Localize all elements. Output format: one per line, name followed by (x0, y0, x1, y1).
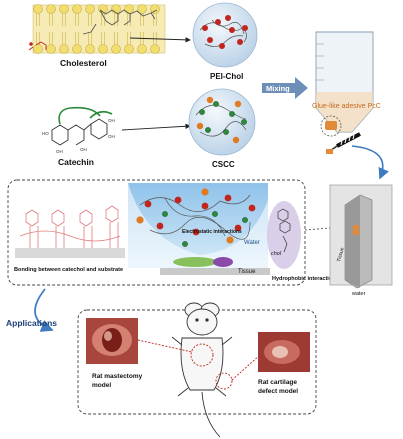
lipid-head (125, 45, 134, 54)
network-orange-dot (201, 188, 208, 195)
network-orange-dot (226, 236, 233, 243)
pei-chol-sphere-icon (193, 3, 257, 67)
rat-icon (172, 303, 232, 437)
cscc-label: CSCC (212, 160, 235, 169)
substrate-bar (15, 248, 125, 258)
lipid-head (73, 45, 82, 54)
hydrophobic-ellipse-icon (267, 201, 301, 269)
hydrophobic-label: Hydrophobic interactions (272, 276, 339, 282)
cscc-orange-dot (197, 123, 203, 129)
pei-dot (207, 37, 213, 43)
mixing-arrow: Mixing (262, 77, 308, 99)
syringe-icon (326, 134, 360, 154)
cscc-dot (223, 129, 228, 134)
cartilage-photo-icon (258, 332, 310, 372)
lipid-bilayer-icon (33, 5, 165, 54)
svg-text:OH: OH (80, 147, 87, 152)
network-red-dot (157, 223, 164, 230)
cholesterol-label: Cholesterol (60, 58, 107, 68)
network-red-dot (225, 195, 232, 202)
lipid-head (99, 45, 108, 54)
connector-cartilage (232, 355, 260, 380)
pei-chol-label: PEI-Chol (210, 72, 243, 81)
cscc-dot (205, 127, 210, 132)
chol-label: chol (271, 251, 282, 257)
water-right-label: water (351, 291, 366, 297)
network-orange-dot (136, 216, 143, 223)
cscc-orange-dot (233, 137, 239, 143)
lipid-head (73, 5, 82, 14)
pei-dot (219, 43, 225, 49)
cscc-dot (199, 109, 204, 114)
arrow-catechin-to-cscc (122, 126, 190, 130)
pei-dot (242, 25, 248, 31)
lipid-head (86, 45, 95, 54)
wound-photo-icon (86, 318, 138, 364)
electrostatic-label: Electrostatic interactions (182, 229, 242, 235)
svg-text:OH: OH (108, 118, 115, 123)
lipid-head (125, 5, 134, 14)
lipid-head (47, 5, 56, 14)
lipid-head (34, 45, 43, 54)
cscc-orange-dot (207, 97, 213, 103)
mixing-label: Mixing (266, 84, 290, 93)
applications-label: Applications (6, 318, 57, 328)
network-red-dot (175, 197, 182, 204)
cscc-orange-dot (235, 101, 241, 107)
pei-dot (225, 15, 231, 21)
lipid-head (138, 45, 147, 54)
tube-icon (316, 32, 373, 136)
network-green-dot (242, 217, 247, 222)
cscc-dot (241, 119, 246, 124)
pei-dot (215, 19, 221, 25)
glue-label: Glue-like adesive PcC (312, 103, 381, 110)
network-red-dot (145, 201, 152, 208)
cscc-dot (229, 111, 234, 116)
network-red-dot (249, 205, 256, 212)
pei-dot (229, 27, 235, 33)
lipid-head (34, 5, 43, 14)
cscc-dot (213, 101, 218, 106)
pei-dot (202, 25, 208, 31)
catechol-bonding-icon (20, 206, 120, 248)
lipid-head (112, 45, 121, 54)
lipid-head (60, 45, 69, 54)
water-mid-label: Water (244, 240, 260, 246)
rat-mastectomy-label: Rat mastectomy model (92, 373, 144, 389)
network-green-dot (182, 241, 187, 246)
svg-text:OH: OH (56, 149, 63, 154)
svg-text:OH: OH (108, 134, 115, 139)
network-green-dot (162, 211, 167, 216)
cscc-sphere-icon (189, 89, 255, 155)
lipid-head (86, 5, 95, 14)
catechin-label: Catechin (58, 157, 94, 167)
network-red-dot (202, 203, 209, 210)
connector-line (305, 228, 330, 230)
lipid-head (47, 45, 56, 54)
tissue-mid-label: Tissue (238, 269, 256, 275)
lipid-head (151, 45, 160, 54)
svg-text:HO: HO (42, 131, 49, 136)
catechin-structure-icon: HO OH OH OH OH (42, 108, 115, 154)
rat-cartilage-label: Rat cartilage defect model (258, 379, 299, 395)
lipid-head (60, 5, 69, 14)
bonding-label: Bonding between catechol and substrate (14, 267, 123, 273)
arrow-to-adhesion (352, 146, 383, 178)
adhesion-test-icon (330, 185, 392, 288)
pei-dot (237, 39, 243, 45)
network-green-dot (212, 211, 217, 216)
